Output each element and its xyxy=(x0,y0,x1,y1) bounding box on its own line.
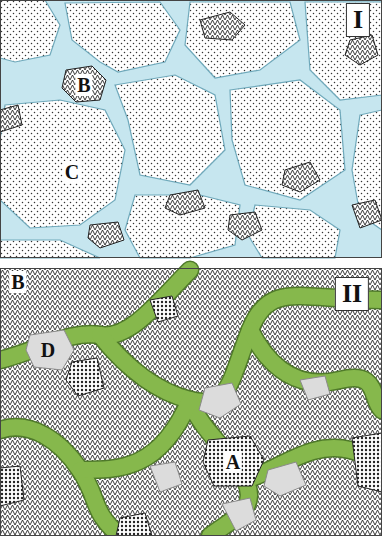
grey-clast xyxy=(26,330,74,370)
part-label: A xyxy=(224,451,242,473)
channel-outline xyxy=(0,427,120,536)
panel-number: II xyxy=(335,277,369,311)
hatched-grain xyxy=(62,66,106,102)
grey-clast xyxy=(222,498,256,531)
dark-stippled-grain xyxy=(352,433,382,492)
stippled-grain xyxy=(185,2,300,78)
grey-clast xyxy=(199,383,241,418)
stippled-grain xyxy=(248,205,340,258)
stippled-grain xyxy=(0,100,125,228)
grey-clast xyxy=(300,376,330,400)
hatched-grain xyxy=(0,105,22,132)
stippled-grain xyxy=(230,80,345,200)
hatched-grain xyxy=(282,162,320,192)
stippled-grain xyxy=(115,75,225,185)
pore-channel-ground xyxy=(0,0,382,258)
hatched-matrix xyxy=(0,268,382,536)
part-label: D xyxy=(39,339,57,361)
channel-outline xyxy=(250,330,382,410)
stippled-grain xyxy=(305,2,382,100)
dark-stippled-grain xyxy=(116,513,152,536)
stippled-grain xyxy=(0,0,60,62)
panel-frame xyxy=(1,1,382,258)
dark-stippled-grain xyxy=(203,436,264,486)
panel-number: I xyxy=(346,3,370,37)
hatched-grain xyxy=(228,212,262,240)
dark-stippled-grain xyxy=(150,296,178,322)
part-label: C xyxy=(63,161,81,183)
hatched-grain xyxy=(345,35,378,65)
grey-clast xyxy=(264,462,306,496)
stippled-grain xyxy=(352,110,382,230)
green-channel xyxy=(250,330,382,410)
green-channel xyxy=(80,400,190,470)
part-label: B xyxy=(9,271,26,293)
hatched-grain xyxy=(88,222,124,248)
hatched-grain xyxy=(352,200,382,228)
dark-stippled-grain xyxy=(0,466,24,506)
stippled-grain xyxy=(65,2,180,72)
hatched-grain xyxy=(165,190,205,215)
grey-clast xyxy=(150,462,182,492)
panel-frame xyxy=(1,269,382,536)
green-channel xyxy=(0,427,120,536)
dark-stippled-grain xyxy=(66,358,104,396)
stippled-grain xyxy=(0,240,100,258)
hatched-grain xyxy=(200,12,245,40)
channel-outline xyxy=(80,400,190,470)
part-label: B xyxy=(75,74,92,96)
